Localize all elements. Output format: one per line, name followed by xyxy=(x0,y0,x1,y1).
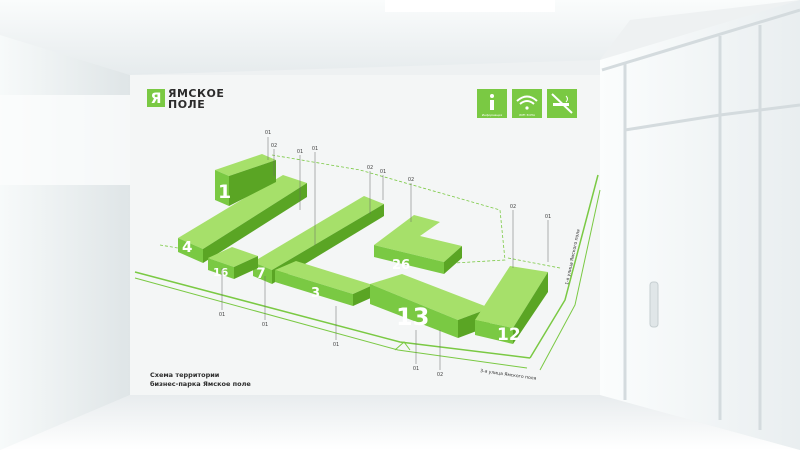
building-12: 12 xyxy=(475,266,548,345)
building-13: 13 xyxy=(370,274,490,338)
building-label-26: 26 xyxy=(392,258,410,273)
building-1: 1 xyxy=(215,154,276,206)
entrance-tag: 01 xyxy=(545,214,551,220)
entrance-tag: 01 xyxy=(380,169,386,175)
entrance-tag: 01 xyxy=(262,322,268,328)
building-label-16: 16 xyxy=(213,266,229,279)
entrance-tag: 02 xyxy=(367,165,373,171)
building-16: 16 xyxy=(208,247,258,279)
building-label-3: 3 xyxy=(311,286,320,301)
entrance-tag: 01 xyxy=(297,149,303,155)
ceiling xyxy=(0,0,800,75)
building-26: 26 xyxy=(374,215,462,274)
entrance-tag: 01 xyxy=(333,342,339,348)
logo-mark-box xyxy=(147,89,165,107)
ceiling-light xyxy=(385,0,555,12)
building-label-1: 1 xyxy=(218,181,231,203)
map-caption-line-1: Схема территории xyxy=(150,371,220,379)
entrance-tags: 01 02 01 01 02 01 02 02 01 01 01 01 01 0… xyxy=(219,130,551,378)
building-label-4: 4 xyxy=(182,238,192,256)
building-label-12: 12 xyxy=(497,325,521,345)
glass-facade xyxy=(600,0,800,450)
entrance-tag: 01 xyxy=(219,312,225,318)
info-icon-label: Информация xyxy=(482,113,503,117)
logo-line-1: ЯМСКОЕ xyxy=(168,87,224,100)
building-label-13: 13 xyxy=(396,303,429,331)
building-4: 4 xyxy=(178,175,307,263)
wifi-icon xyxy=(512,89,542,118)
buildings: 4 1 7 16 26 xyxy=(178,154,548,345)
entrance-tag: 02 xyxy=(437,372,443,378)
logo-line-2: ПОЛЕ xyxy=(168,98,205,111)
entrance-tag: 02 xyxy=(271,143,277,149)
window-frames xyxy=(601,8,800,430)
entrance-tag: 02 xyxy=(408,177,414,183)
pictogram-wifi: WIFI ЗОНА xyxy=(512,89,542,118)
entrance-tag: 01 xyxy=(312,146,318,152)
building-label-7: 7 xyxy=(256,266,266,282)
entrance-leaders xyxy=(221,137,549,370)
door-handle[interactable] xyxy=(649,281,659,328)
map-caption-line-2: бизнес-парка Ямское поле xyxy=(150,380,251,388)
territory-outline xyxy=(134,154,601,371)
pictogram-no-smoking xyxy=(547,89,577,118)
building-3: 3 xyxy=(275,261,373,306)
wifi-icon-label: WIFI ЗОНА xyxy=(519,113,536,117)
logo-mark: Я xyxy=(151,91,162,107)
entrance-tag: 02 xyxy=(510,204,516,210)
floor xyxy=(0,395,800,450)
left-wall-light xyxy=(0,95,130,185)
logo: Я ЯМСКОЕ ПОЛЕ xyxy=(147,87,224,111)
entrance-tag: 01 xyxy=(413,366,419,372)
pictogram-info: Информация xyxy=(477,89,507,118)
entrance-tag: 01 xyxy=(265,130,271,136)
